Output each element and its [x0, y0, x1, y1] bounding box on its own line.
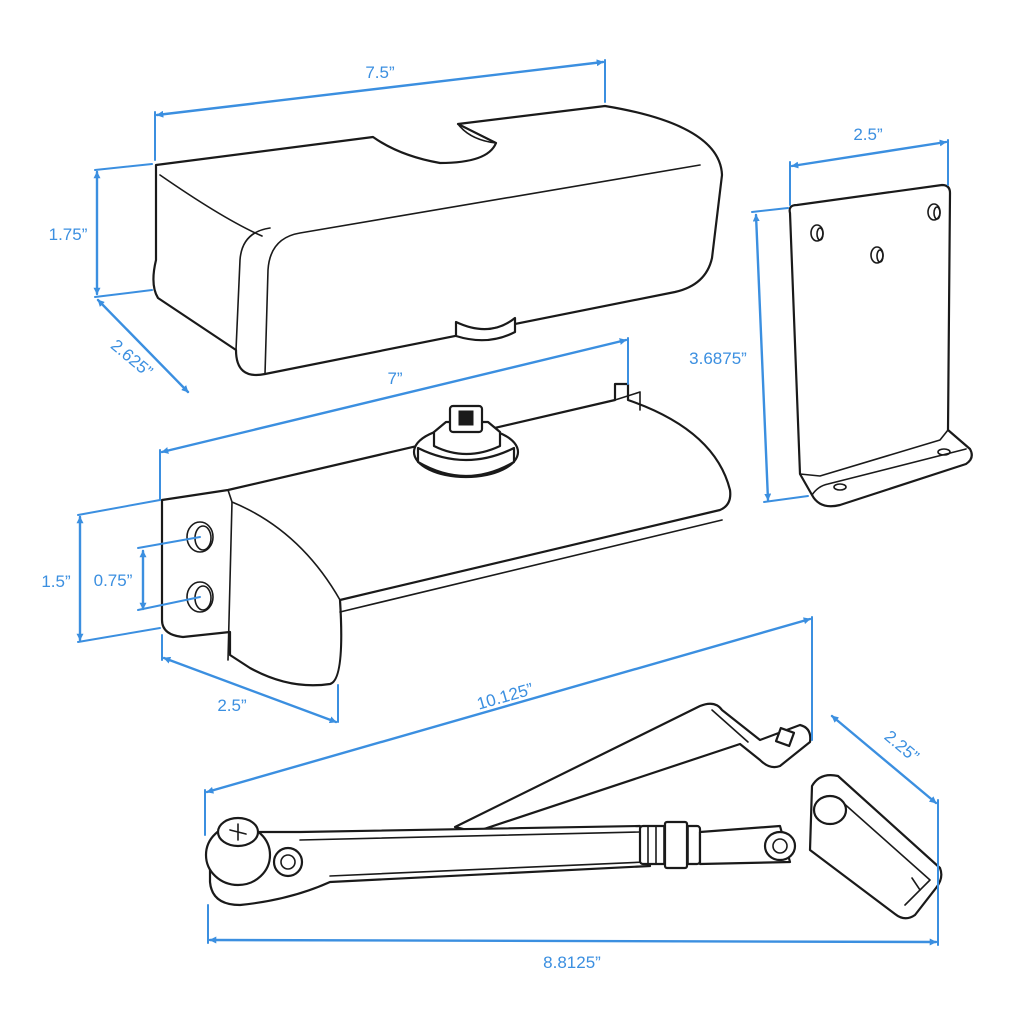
hole-spacing-label: 0.75” — [94, 571, 133, 590]
dimension-arrow — [205, 617, 812, 794]
extension-line — [137, 536, 201, 549]
arm-base-label: 8.8125” — [543, 953, 601, 972]
arm-extended-label: 10.125” — [475, 679, 536, 713]
extension-line — [94, 163, 153, 171]
cover-depth-label: 2.625” — [107, 336, 156, 382]
extension-line — [751, 207, 789, 213]
extension-line — [137, 596, 201, 611]
dimension-arrow — [208, 936, 938, 946]
dimension-arrow — [160, 338, 628, 454]
closer-body — [160, 382, 732, 687]
bracket-height-label: 3.6875” — [689, 349, 747, 368]
dimension-arrow — [790, 139, 948, 169]
dimension-arrow — [830, 714, 938, 805]
cover-height-label: 1.75” — [49, 225, 88, 244]
extension-line — [763, 495, 809, 503]
dimension-lines — [76, 59, 949, 946]
closer-cover — [152, 104, 724, 377]
dimension-arrow — [752, 213, 772, 502]
dimension-arrow — [155, 59, 605, 118]
body-height-label: 1.5” — [41, 572, 71, 591]
cover-length-label: 7.5” — [365, 63, 395, 82]
body-depth-label: 2.5” — [217, 696, 247, 715]
extension-line — [94, 289, 153, 298]
body-length-label: 7” — [387, 369, 402, 388]
arm-width-label: 2.25” — [881, 727, 923, 767]
mounting-bracket — [788, 183, 973, 508]
bracket-width-label: 2.5” — [853, 125, 883, 144]
extension-line — [77, 627, 161, 643]
closer-arm — [204, 702, 943, 920]
extension-line — [77, 499, 161, 516]
